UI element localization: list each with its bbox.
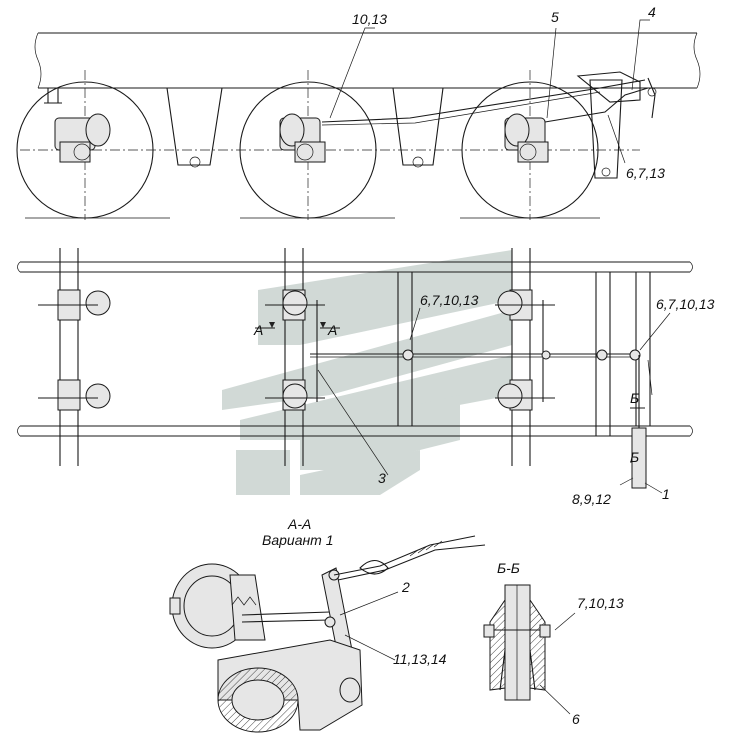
callout-10-13-top: 10,13 [352, 11, 387, 27]
callout-6-section: 6 [572, 711, 580, 727]
axle-2 [265, 248, 325, 466]
callout-11-13-14-detail: 11,13,14 [393, 651, 447, 667]
brake-unit-3 [504, 113, 549, 163]
side-elevation-view [16, 19, 701, 220]
brake-unit-2 [279, 113, 326, 163]
callout-4-top: 4 [648, 4, 656, 20]
section-aa-title: А-А [287, 516, 311, 532]
callout-labels: 10,13 5 4 6,7,13 6,7,10,13 6,7,10,13 3 1… [253, 4, 715, 727]
cut-mark-b-bottom: Б [630, 449, 639, 465]
cut-mark-a-right: A [327, 322, 337, 338]
section-bb-title: Б-Б [497, 560, 520, 576]
section-aa-detail [169, 535, 486, 733]
callout-3-plan: 3 [378, 470, 386, 486]
cut-mark-b-top: Б [630, 390, 639, 406]
section-bb-detail [483, 584, 576, 715]
callout-7-10-13-section: 7,10,13 [577, 595, 624, 611]
cut-mark-a-left: A [253, 322, 263, 338]
axle-1 [38, 248, 111, 466]
watermark-logo [222, 250, 512, 495]
callout-5-top: 5 [551, 9, 559, 25]
plan-view [17, 248, 693, 494]
callout-1-plan: 1 [662, 486, 670, 502]
section-aa-subtitle: Вариант 1 [262, 532, 334, 548]
callout-2-detail: 2 [401, 579, 410, 595]
callout-6-7-10-13-plan-center: 6,7,10,13 [420, 292, 479, 308]
brake-unit-1 [54, 113, 111, 163]
callout-6-7-13-top: 6,7,13 [626, 165, 665, 181]
callout-6-7-10-13-plan-right: 6,7,10,13 [656, 296, 715, 312]
callout-8-9-12-plan: 8,9,12 [572, 491, 611, 507]
